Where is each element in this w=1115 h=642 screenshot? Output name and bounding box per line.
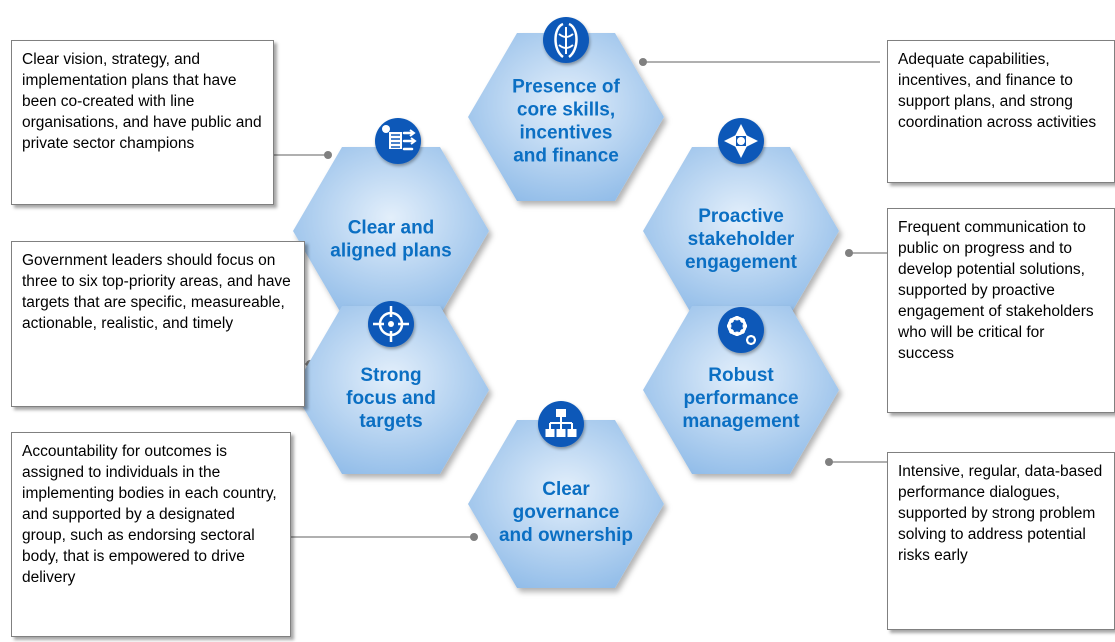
- label-line: targets: [359, 411, 422, 432]
- target-icon: [368, 301, 414, 347]
- label-line: Clear and: [348, 218, 435, 239]
- performance-connector: [825, 458, 887, 466]
- performance-description-box: Intensive, regular, data-based performan…: [887, 452, 1115, 630]
- brain-icon: [543, 17, 589, 63]
- connector-dot: [324, 151, 332, 159]
- label-line: Presence of: [512, 77, 620, 98]
- connector-dot: [845, 249, 853, 257]
- stakeholder-description-box: Frequent communication to public on prog…: [887, 208, 1115, 413]
- label-line: and ownership: [499, 525, 633, 546]
- handshake-icon: [718, 118, 764, 164]
- skills-connector: [639, 58, 880, 66]
- stakeholder-connector: [845, 249, 887, 257]
- connector-dot: [470, 533, 478, 541]
- gears-icon: [718, 307, 764, 353]
- skills-description-box: Adequate capabilities, incentives, and f…: [887, 40, 1115, 183]
- connector-dot: [825, 458, 833, 466]
- label-line: focus and: [346, 388, 436, 409]
- hexagon-shape: [643, 306, 839, 474]
- label-line: governance: [513, 502, 620, 523]
- label-line: Clear: [542, 479, 590, 500]
- label-line: aligned plans: [330, 241, 451, 262]
- governance-description-box: Accountability for outcomes is assigned …: [11, 432, 291, 637]
- label-line: engagement: [685, 252, 798, 273]
- label-line: core skills,: [517, 100, 615, 121]
- hexagon-shape: [643, 147, 839, 315]
- label-line: Strong: [360, 365, 421, 386]
- label-line: incentives: [520, 123, 613, 144]
- hexagon-shape: [468, 420, 664, 588]
- hexagon-shape: [468, 33, 664, 201]
- label-line: Proactive: [698, 206, 784, 227]
- focus-description-box: Government leaders should focus on three…: [11, 241, 305, 407]
- label-line: stakeholder: [688, 229, 795, 250]
- plan-icon: [375, 118, 421, 164]
- label-line: management: [682, 411, 800, 432]
- org-chart-icon: [538, 401, 584, 447]
- plans-connector: [274, 151, 332, 159]
- label-line: Robust: [708, 365, 774, 386]
- label-line: performance: [683, 388, 798, 409]
- label-line: and finance: [513, 146, 619, 167]
- governance-connector: [291, 533, 478, 541]
- hexagon-shape: [293, 147, 489, 315]
- plans-description-box: Clear vision, strategy, and implementati…: [11, 40, 274, 205]
- hexagon-shape: [293, 306, 489, 474]
- connector-dot: [639, 58, 647, 66]
